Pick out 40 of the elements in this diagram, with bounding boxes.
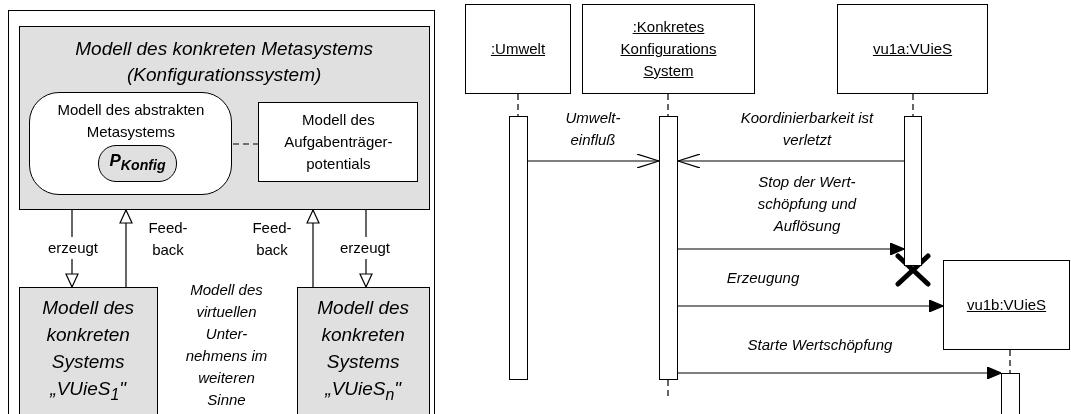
- object-name: :Konkretes Konfigurations System: [619, 17, 718, 81]
- edge-label: erzeugt: [46, 237, 100, 259]
- lifeline: [667, 93, 669, 117]
- lifeline: [517, 93, 519, 117]
- system-box: [296, 286, 430, 414]
- lifeline-head: [943, 260, 1070, 350]
- lifeline: [1009, 349, 1011, 374]
- box-text: Modell des konkreten Systems „VUieS$_{1}$": [41, 295, 136, 405]
- rounded-box: [29, 92, 233, 196]
- process-box: [258, 102, 419, 183]
- activation-bar: [1001, 373, 1020, 414]
- caption-text: Modell des virtuellen Unter- nehmens im weiteren Sinne: [184, 280, 269, 410]
- pill-box: [98, 145, 178, 183]
- lifeline-head: [465, 4, 571, 94]
- message-arrow: [677, 153, 905, 169]
- dashed-connector: [232, 143, 260, 145]
- box-text: Modell des Aufgabenträger- potentials: [283, 110, 394, 175]
- symbol-text: P$_{Konfig}$: [109, 150, 166, 176]
- activation-bar: [904, 116, 922, 266]
- activation-bar: [509, 116, 528, 380]
- message-arrow: [677, 299, 944, 313]
- object-name: vu1a:VUieS: [872, 39, 953, 59]
- box-text: Modell des konkreten Systems „VUieS$_{n}$": [316, 295, 411, 405]
- activation-bar: [659, 116, 678, 380]
- arrow: [119, 209, 133, 288]
- message-arrow: [677, 366, 1002, 380]
- arrow: [306, 209, 320, 288]
- box-text: Modell des abstrakten Metasystems: [56, 100, 206, 143]
- object-name: vu1b:VUieS: [966, 295, 1047, 315]
- lifeline: [912, 93, 914, 117]
- lifeline-head: [582, 4, 755, 94]
- message-arrow: [677, 242, 905, 256]
- edge-label: erzeugt: [338, 237, 392, 259]
- lifeline-head: [837, 4, 988, 94]
- system-box: [18, 286, 158, 414]
- box-title: Modell des konkreten Metasystems (Konfigurationssystem): [74, 36, 375, 87]
- object-name: :Umwelt: [490, 39, 546, 59]
- message-arrow: [527, 153, 660, 169]
- metasystem-box: [18, 25, 430, 210]
- panel-frame: [8, 10, 435, 414]
